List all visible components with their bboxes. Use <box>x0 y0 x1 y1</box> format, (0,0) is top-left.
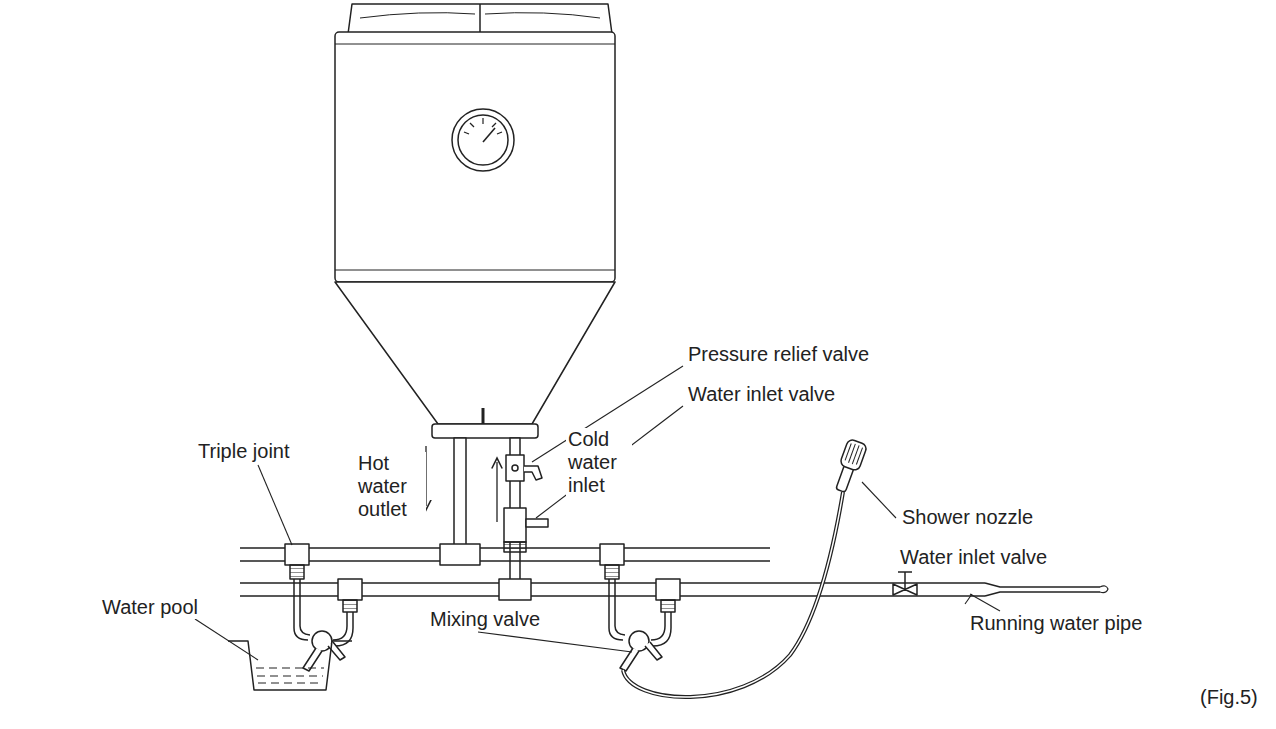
pressure-relief-valve <box>506 455 524 481</box>
hot-outlet-pipe <box>454 438 466 548</box>
leader-line <box>970 594 1000 611</box>
leader-line <box>862 482 896 518</box>
leader-line <box>258 465 292 545</box>
part-label: Shower nozzle <box>900 506 1035 529</box>
part-label: Water inlet valve <box>898 546 1049 569</box>
running-water-pipe <box>985 583 1100 596</box>
shower-hose <box>623 492 843 697</box>
part-label: Pressure relief valve <box>686 343 871 366</box>
water-pool <box>228 641 352 690</box>
leader-line <box>195 619 258 660</box>
figure-caption: (Fig.5) <box>1198 686 1260 709</box>
part-label: Water pool <box>100 596 200 619</box>
part-label: Hot water outlet <box>356 452 426 521</box>
tank-cap <box>348 4 612 34</box>
leader-line <box>536 406 683 518</box>
part-label: Mixing valve <box>428 608 542 631</box>
relief-lever <box>524 466 542 480</box>
part-label: Cold water inlet <box>566 428 632 497</box>
tank-body <box>335 32 615 282</box>
leader-line <box>478 632 632 652</box>
temperature-gauge <box>452 109 514 171</box>
part-label: Running water pipe <box>968 612 1144 635</box>
part-label: Triple joint <box>196 440 292 463</box>
cap-seam <box>479 4 481 34</box>
part-label: Water inlet valve <box>686 383 837 406</box>
triple-joint <box>656 579 680 600</box>
water-inlet-valve <box>504 508 526 542</box>
bottom-flange <box>432 424 538 438</box>
valve-lever <box>645 642 662 660</box>
tank-bottom <box>335 282 615 424</box>
flow-arrow <box>496 462 497 522</box>
mixing-supply <box>294 579 310 640</box>
inlet-valve-handle <box>526 519 548 527</box>
triple-joint <box>600 544 624 565</box>
shower-nozzle <box>831 438 868 494</box>
triple-joint <box>285 544 309 565</box>
hot-main-pipe <box>240 548 770 561</box>
hot-tee <box>440 544 480 565</box>
triple-joint <box>338 579 362 600</box>
cold-tee <box>499 579 531 600</box>
mixing-supply <box>609 579 625 640</box>
